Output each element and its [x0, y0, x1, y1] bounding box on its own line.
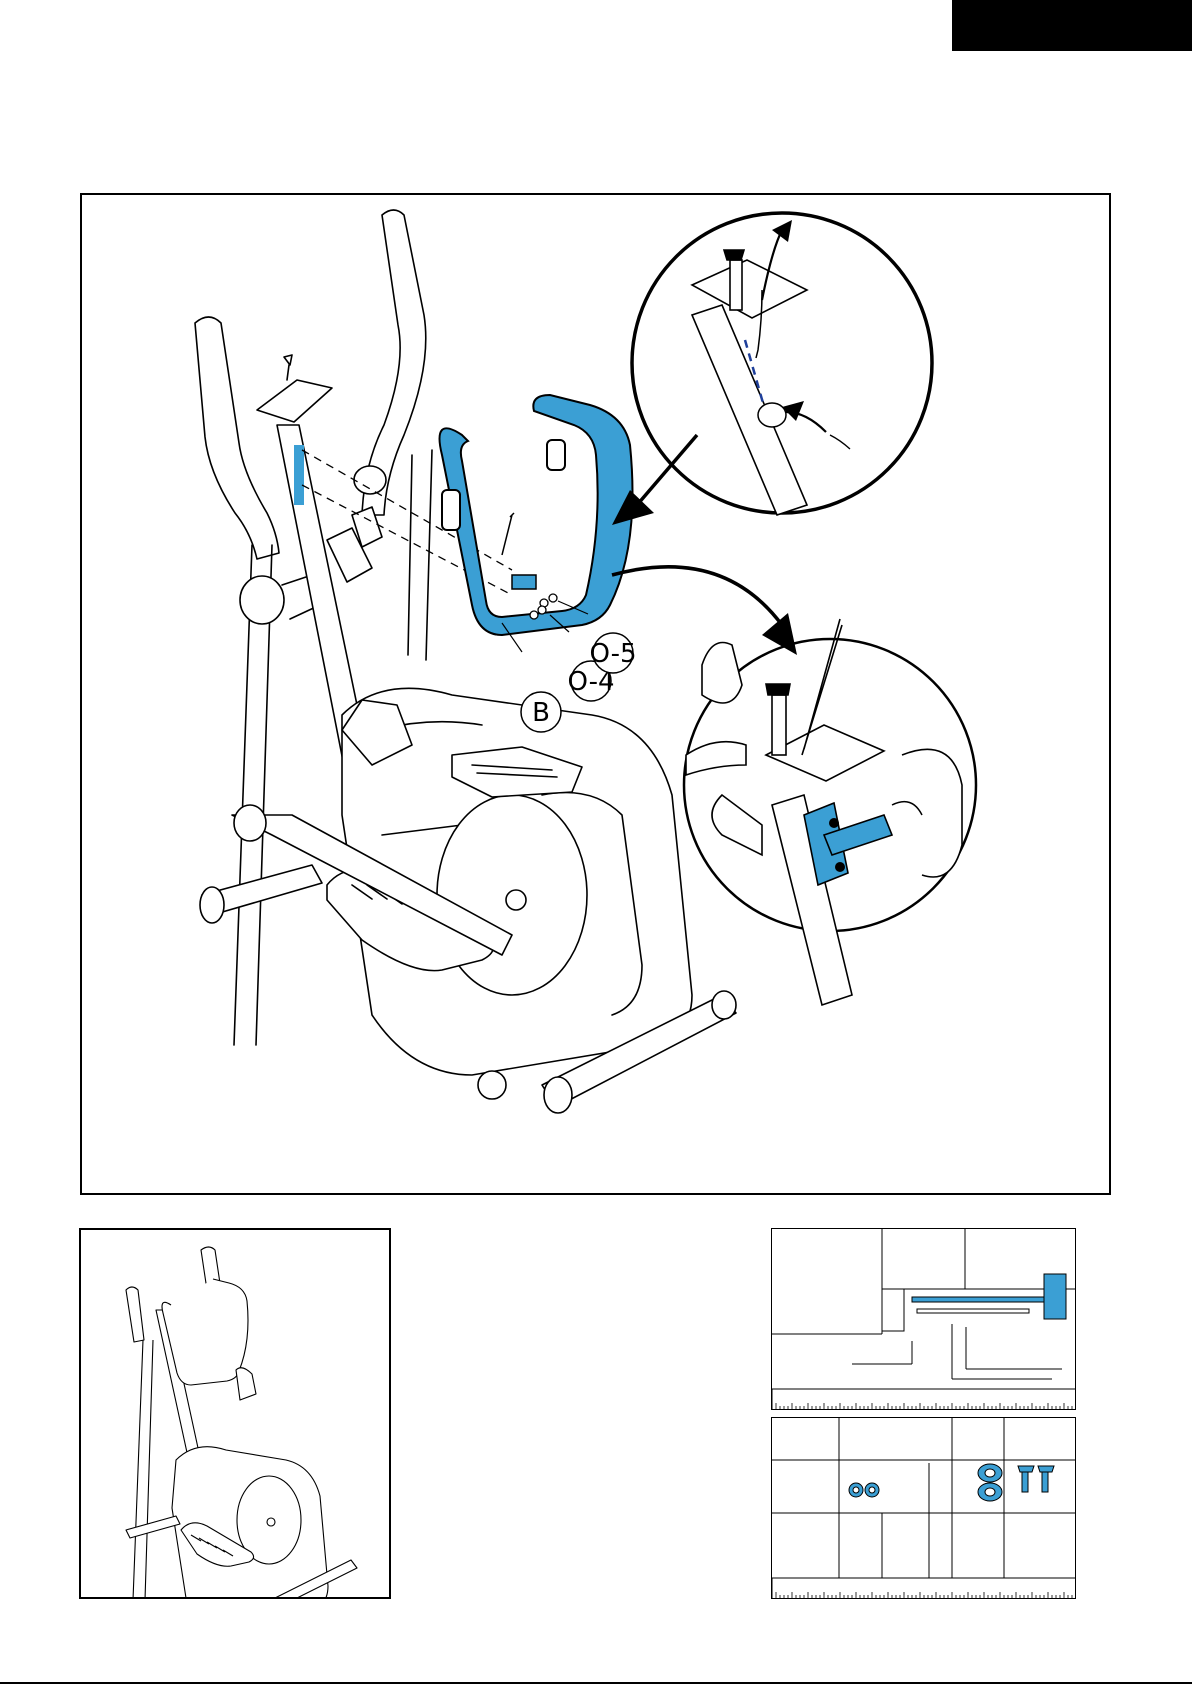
washer-pair-large — [978, 1464, 1002, 1501]
page-bottom-rule — [0, 1682, 1192, 1684]
thumbnail-illustration — [81, 1230, 391, 1599]
tools-diagram — [772, 1229, 1076, 1410]
assembly-illustration-frame: B O-4 O-5 — [80, 193, 1111, 1195]
part-o5-label: O-5 — [589, 639, 636, 669]
part-b-label: B — [532, 698, 550, 728]
hardware-diagram — [772, 1418, 1076, 1599]
fixed-handlebar-b — [440, 395, 633, 635]
detail-circle-cable-routing — [632, 213, 932, 515]
parts-hardware-panel — [771, 1417, 1076, 1599]
bolt-pair — [1018, 1466, 1054, 1492]
page-header-tab — [952, 0, 1192, 51]
parts-tools-panel — [771, 1228, 1076, 1410]
completed-assembly-thumbnail — [79, 1228, 391, 1599]
assembly-illustration: B O-4 O-5 — [82, 195, 1113, 1197]
left-moving-handle — [195, 317, 279, 559]
washer-pair-small — [849, 1483, 879, 1497]
arrow-icon — [612, 567, 797, 655]
detail-circle-handlebar-mount — [684, 619, 976, 1005]
